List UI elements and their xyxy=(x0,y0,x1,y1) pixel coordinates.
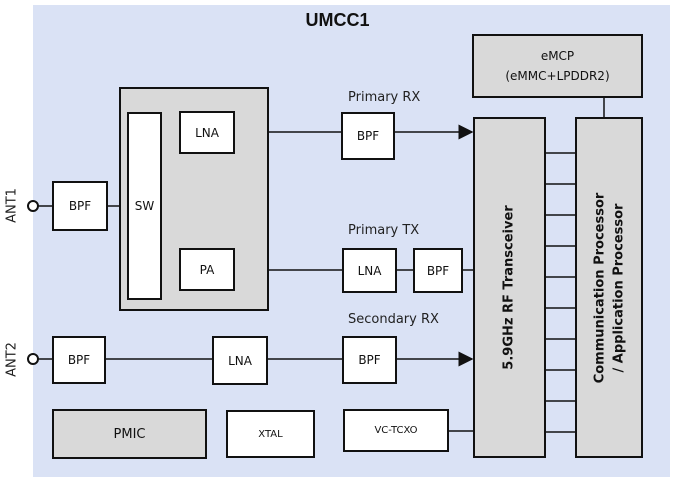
xtal-block: XTAL xyxy=(226,410,315,458)
ant1-port-icon xyxy=(27,200,39,212)
processor-label-line1: Communication Processor xyxy=(592,192,608,383)
emcp-block: eMCP (eMMC+LPDDR2) xyxy=(472,34,643,98)
emcp-sublabel: (eMMC+LPDDR2) xyxy=(505,69,610,83)
secondary-lna-block: LNA xyxy=(212,336,268,385)
ant1-bpf-block: BPF xyxy=(52,181,108,231)
primary-rx-bpf-block: BPF xyxy=(341,112,395,160)
processor-label-line2: / Application Processor xyxy=(611,203,627,372)
rf-transceiver-block: 5.9GHz RF Transceiver xyxy=(473,117,546,458)
secondary-rx-bpf-block: BPF xyxy=(342,336,397,384)
ant1-label: ANT1 xyxy=(4,188,20,223)
processor-label: Communication Processor / Application Pr… xyxy=(590,192,628,383)
ant2-bpf-block: BPF xyxy=(52,336,106,384)
rf-transceiver-label: 5.9GHz RF Transceiver xyxy=(502,205,518,370)
processor-block: Communication Processor / Application Pr… xyxy=(575,117,643,458)
primary-tx-label: Primary TX xyxy=(348,223,420,238)
primary-rx-label: Primary RX xyxy=(348,90,421,105)
ant2-port-icon xyxy=(27,353,39,365)
secondary-rx-label: Secondary RX xyxy=(348,312,439,327)
pa-block: PA xyxy=(179,248,235,291)
emcp-label: eMCP xyxy=(540,49,575,63)
sw-block: SW xyxy=(127,112,162,300)
ant2-label: ANT2 xyxy=(4,342,20,377)
diagram-title: UMCC1 xyxy=(305,10,370,30)
rx-lna-block: LNA xyxy=(179,111,235,154)
tx-lna-block: LNA xyxy=(342,248,397,293)
vctcxo-block: VC-TCXO xyxy=(343,409,449,452)
pmic-block: PMIC xyxy=(52,409,207,459)
tx-bpf-block: BPF xyxy=(413,248,463,293)
